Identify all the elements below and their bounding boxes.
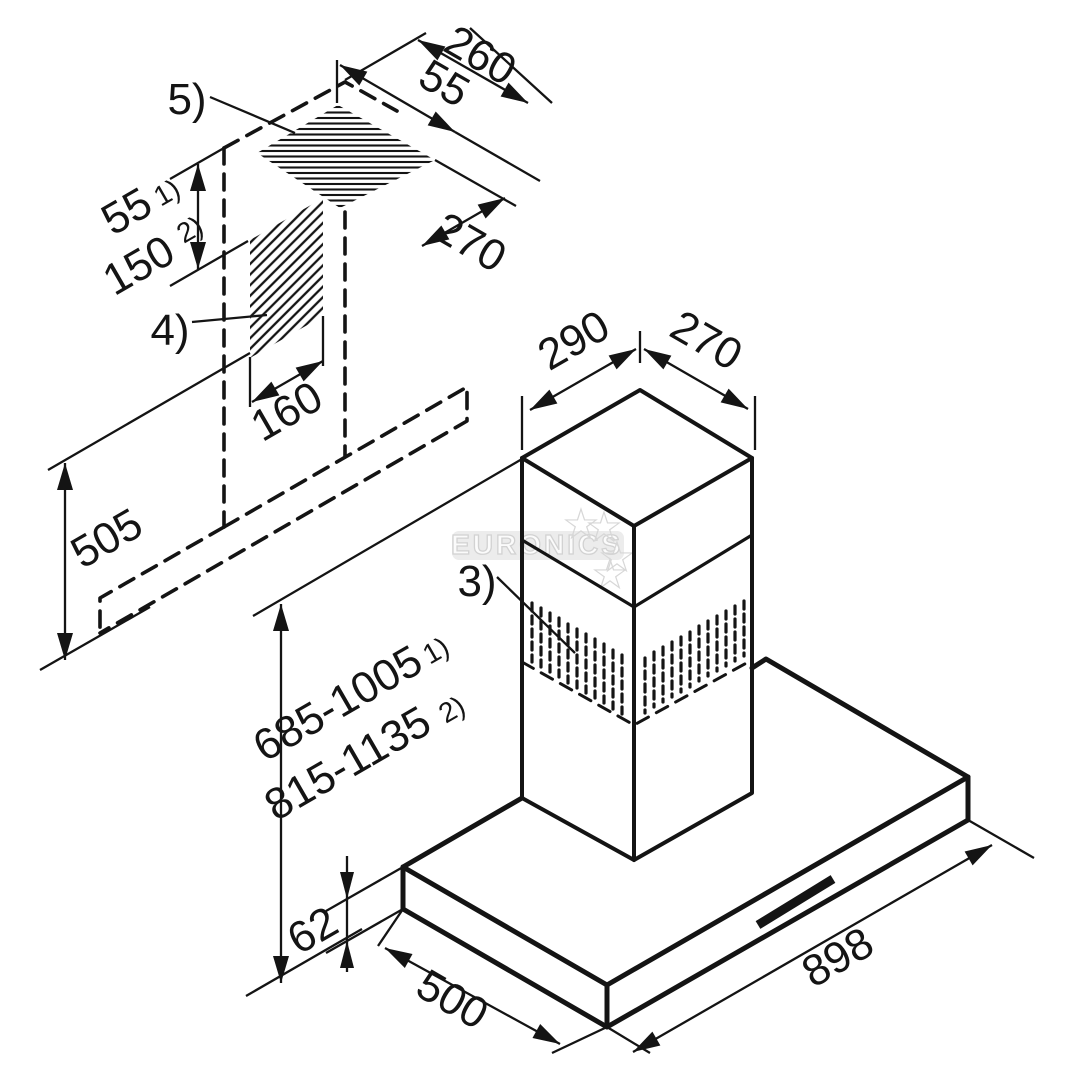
callout-3-label: 3)	[457, 557, 496, 606]
canopy	[400, 656, 971, 1030]
dim-canopy-height-label: 62	[279, 897, 346, 964]
callout-5-label: 5)	[167, 75, 206, 124]
wall-edge	[98, 525, 226, 635]
callout-4-label: 4)	[150, 306, 189, 355]
vent-slots-right	[643, 599, 746, 715]
wall-duct-hole	[250, 198, 323, 358]
star-icon: ☆	[561, 500, 600, 549]
star-icon: ☆	[584, 503, 623, 552]
vent-slots-left	[530, 601, 624, 716]
vent-band-lower-edge	[520, 658, 754, 727]
dim-canopy-depth-label: 500	[408, 960, 496, 1039]
arrow-up-icon	[340, 941, 354, 968]
chimney-top-face	[520, 388, 754, 528]
chimney-right-edges	[632, 456, 754, 862]
wall-hole-dimension: 4) 160	[150, 306, 330, 451]
ceiling-exhaust-hole	[257, 105, 435, 208]
dim-wall-hole-width-label: 160	[243, 372, 331, 451]
clearance-dimension: 505	[39, 352, 251, 671]
dim-height-note1: 1)	[417, 631, 454, 670]
canopy-width-dimension: 898	[606, 819, 1035, 1054]
chimney-section-joint	[520, 533, 754, 609]
callout-4-leader	[191, 313, 268, 324]
chimney-dimensions: 290 270	[520, 301, 757, 450]
canopy-top-front-edges	[400, 774, 971, 988]
canopy-bottom-edges	[400, 774, 971, 1030]
canopy-top-back-left-edge	[400, 795, 525, 870]
wall-outline	[98, 146, 469, 635]
dim-offset-sloped-label: 150	[95, 226, 183, 305]
dim-wall-clearance-label: 505	[63, 499, 151, 578]
euronics-watermark: EURONICS ☆ ☆ ☆ ☆	[450, 500, 636, 599]
watermark-text: EURONICS	[451, 529, 623, 560]
watermark-band	[452, 531, 624, 560]
dim-height-note2: 2)	[433, 690, 470, 729]
star-icon: ☆	[597, 533, 636, 582]
dim-canopy-width-label: 898	[794, 918, 882, 997]
callout-3-leader	[496, 576, 576, 654]
dim-plate-depth-label: 270	[426, 203, 514, 282]
canopy-height-dimension: 62	[279, 856, 404, 972]
arrow-down-icon	[340, 872, 354, 899]
vent-callout: 3)	[457, 557, 576, 654]
dim-offset-note1: 1)	[148, 173, 185, 212]
callout-5-leader	[209, 95, 296, 135]
dim-offset-note2: 2)	[171, 210, 208, 249]
canopy-top-back-right-edge	[749, 656, 971, 780]
chimney-left-edges	[520, 456, 636, 862]
canopy-depth-dimension: 500	[377, 908, 608, 1055]
chimney	[520, 388, 754, 862]
